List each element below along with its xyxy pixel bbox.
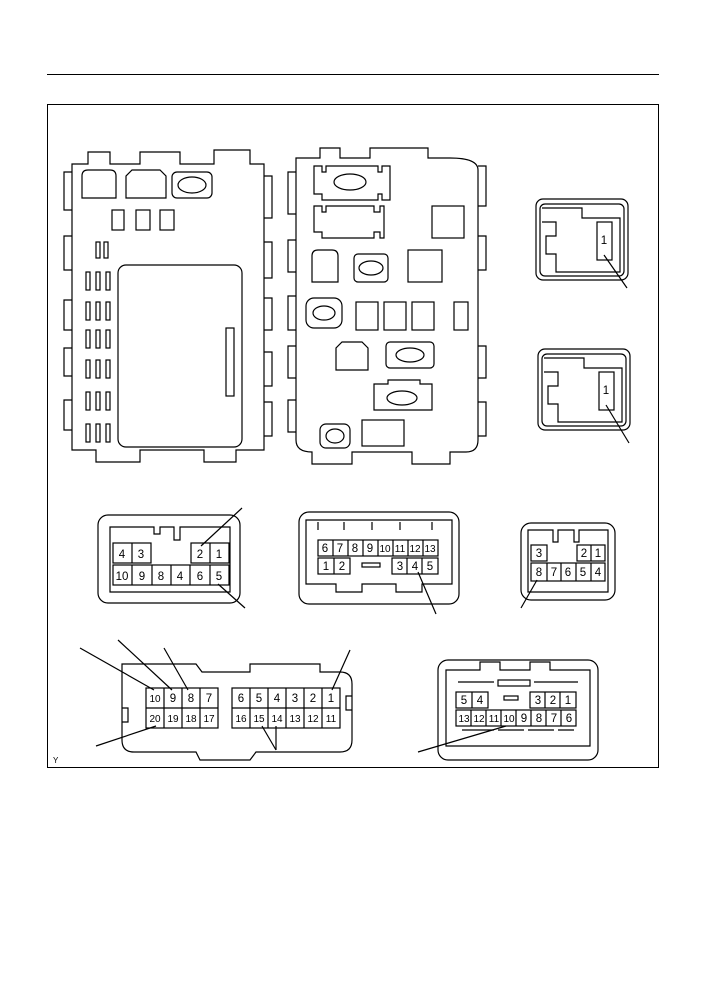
terminal-slot-array	[85, 271, 111, 443]
pin-label: 8	[536, 713, 542, 725]
pin-label: 2	[310, 693, 316, 705]
pin-label: 3	[292, 693, 298, 705]
pin-label: 4	[177, 571, 184, 583]
pin-label: 12	[307, 714, 319, 725]
pin-label: 10	[503, 714, 515, 725]
pin-label: 9	[521, 713, 527, 725]
pin-label: 5	[461, 695, 467, 707]
pin-label: 4	[477, 695, 484, 707]
pin-label: 8	[536, 567, 542, 579]
pin-label: 9	[367, 543, 373, 555]
junction-block-left	[63, 149, 273, 463]
pin-label: 5	[216, 571, 222, 583]
pin-label: 1	[603, 385, 609, 397]
pin-label: 13	[289, 714, 301, 725]
pin-label: 6	[238, 693, 244, 705]
diagram-frame	[47, 104, 659, 768]
pin-label: 11	[326, 714, 337, 725]
pin-label: 20	[149, 714, 161, 725]
pin-label: 9	[170, 693, 176, 705]
pin-label: 3	[536, 548, 542, 560]
pin-label: 1	[601, 235, 607, 247]
pin-label: 2	[339, 561, 345, 573]
pin-label: 6	[566, 713, 572, 725]
pin-label: 2	[581, 548, 587, 560]
connector-8pin	[520, 522, 616, 609]
pin-label: 9	[139, 571, 145, 583]
pin-label: 4	[119, 549, 126, 561]
pin-label: 11	[489, 714, 500, 725]
pin-label: 12	[473, 714, 485, 725]
pin-label: 8	[188, 693, 194, 705]
pin-label: 8	[352, 543, 358, 555]
pin-label: 19	[167, 714, 179, 725]
pin-label: 2	[550, 695, 556, 707]
pin-label: 6	[565, 567, 571, 579]
connector-13pin-b	[417, 659, 599, 761]
pin-label: 11	[395, 544, 406, 555]
pin-label: 4	[274, 693, 281, 705]
pin-label: 18	[185, 714, 197, 725]
figure-code: Y	[53, 756, 59, 765]
pin-label: 4	[595, 567, 602, 579]
header-rule	[47, 74, 659, 75]
pin-label: 7	[551, 567, 557, 579]
pin-label: 15	[253, 714, 265, 725]
pin-label: 16	[235, 714, 247, 725]
junction-block-right	[287, 147, 487, 465]
pin-label: 17	[203, 714, 215, 725]
pin-label: 10	[379, 544, 391, 555]
connector-13pin	[298, 511, 460, 615]
pin-label: 7	[337, 543, 343, 555]
pin-label: 6	[322, 543, 328, 555]
pin-label: 3	[397, 561, 403, 573]
connector-20pin	[79, 639, 353, 761]
pin-label: 6	[197, 571, 203, 583]
pin-label: 14	[271, 714, 283, 725]
pin-label: 1	[323, 561, 329, 573]
pin-label: 13	[458, 714, 470, 725]
pin-label: 7	[206, 693, 212, 705]
pin-label: 12	[409, 544, 421, 555]
pin-label: 10	[116, 571, 129, 583]
pin-label: 7	[551, 713, 557, 725]
pin-label: 2	[197, 549, 203, 561]
pin-label: 5	[427, 561, 433, 573]
pin-label: 8	[158, 571, 164, 583]
connector-10pin	[97, 507, 246, 609]
pin-label: 1	[216, 549, 222, 561]
pin-label: 4	[412, 561, 419, 573]
single-pin-connector-lower	[537, 348, 631, 444]
single-pin-connector-upper	[535, 198, 629, 289]
pin-label: 10	[149, 694, 161, 705]
pin-label: 3	[535, 695, 541, 707]
pin-label: 1	[328, 693, 334, 705]
pin-label: 1	[595, 548, 601, 560]
pin-label: 5	[580, 567, 586, 579]
pin-label: 1	[565, 695, 571, 707]
pin-label: 5	[256, 693, 262, 705]
pin-label: 13	[424, 544, 436, 555]
pin-label: 3	[138, 549, 144, 561]
